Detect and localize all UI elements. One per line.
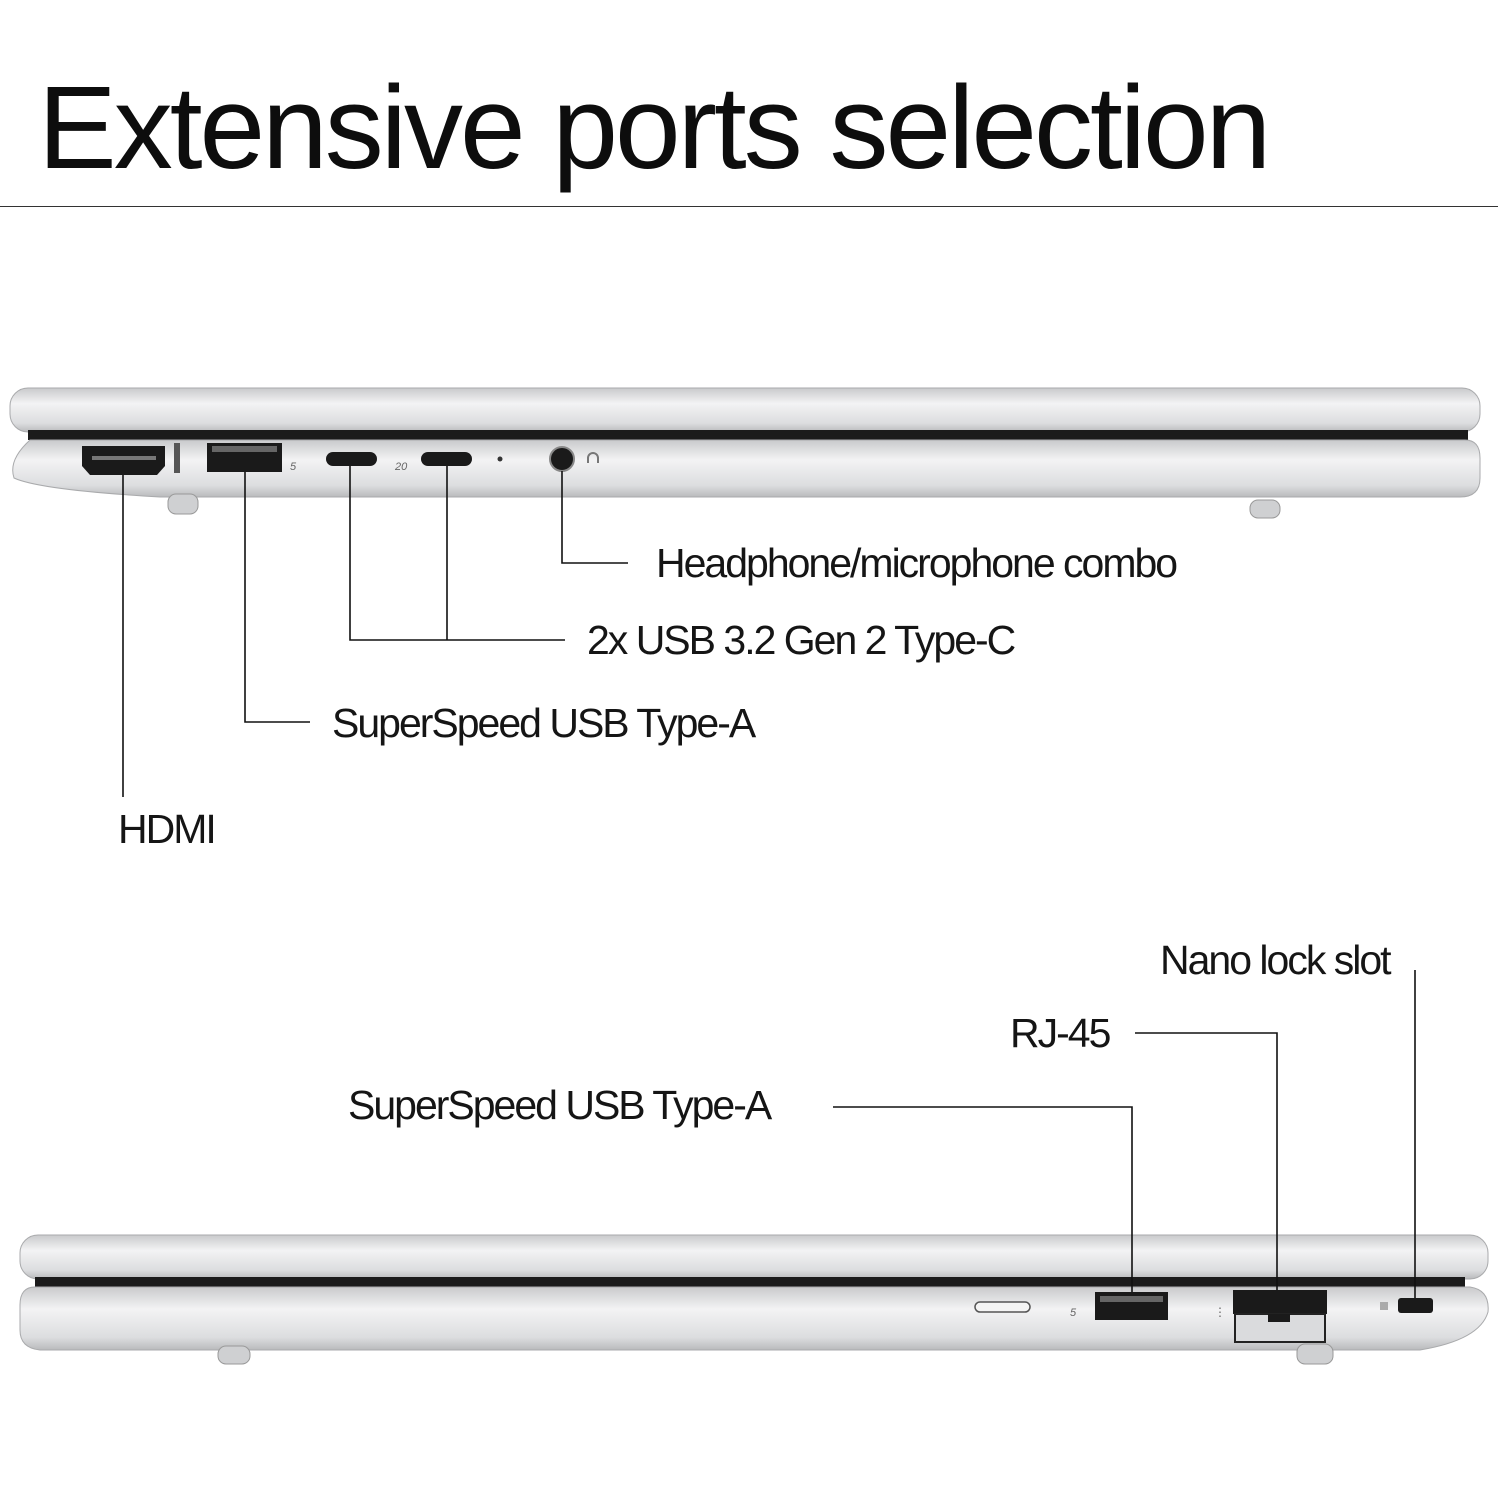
network-icon: ⋮ (1214, 1305, 1226, 1319)
page-title: Extensive ports selection (38, 62, 1271, 194)
title-divider (0, 206, 1498, 207)
foot (1296, 1343, 1334, 1365)
hdmi-pins (92, 456, 156, 460)
headset-icon (587, 452, 599, 463)
usb-a-tongue (1100, 1296, 1163, 1302)
usb-a-leader (833, 1106, 1133, 1292)
hinge-gap (28, 430, 1468, 440)
usb-c-port (421, 452, 472, 466)
label-headphone-combo: Headphone/microphone combo (656, 540, 1178, 586)
label-nano-lock: Nano lock slot (1160, 937, 1392, 983)
usb-c-port (326, 452, 377, 466)
lock-icon (1380, 1302, 1388, 1310)
laptop-lid (19, 1234, 1489, 1280)
nano-lock-slot (1398, 1298, 1433, 1313)
leader-lines-right (833, 970, 1416, 1298)
foot (1249, 499, 1281, 519)
label-usb-a-left: SuperSpeed USB Type-A (332, 700, 756, 746)
usb-a-leader (244, 472, 310, 723)
foot (167, 493, 199, 515)
hinge-gap (35, 1277, 1465, 1287)
label-hdmi: HDMI (118, 806, 217, 852)
sd-card-slot (974, 1301, 1031, 1313)
label-rj45: RJ-45 (1010, 1010, 1111, 1056)
hdmi-port (82, 446, 165, 475)
superspeed-5gbps-icon: 5 (1070, 1307, 1077, 1319)
laptop-right-side: 5 ⋮ (19, 1234, 1489, 1365)
label-usb-a-right: SuperSpeed USB Type-A (348, 1082, 772, 1128)
rj45-leader (1135, 1032, 1278, 1290)
led-indicator (497, 456, 503, 462)
label-usb-c: 2x USB 3.2 Gen 2 Type-C (587, 617, 1016, 663)
laptop-left-side: 5 20 (9, 387, 1481, 519)
rj45-port (1233, 1290, 1327, 1314)
foot (217, 1345, 251, 1365)
superspeed-5gbps-icon: 5 (290, 461, 297, 473)
hdmi-logo-icon (174, 443, 180, 473)
laptop-lid (9, 387, 1481, 433)
rj45-flap (1234, 1313, 1326, 1343)
audio-leader (561, 471, 628, 564)
laptop-base (12, 439, 1481, 498)
leader-lines-left (122, 466, 628, 797)
usb-20gbps-icon: 20 (394, 461, 408, 473)
usb-a-tongue (212, 446, 277, 452)
audio-jack (549, 446, 575, 472)
rj45-latch (1268, 1314, 1290, 1322)
usb-c-leader (349, 466, 565, 641)
